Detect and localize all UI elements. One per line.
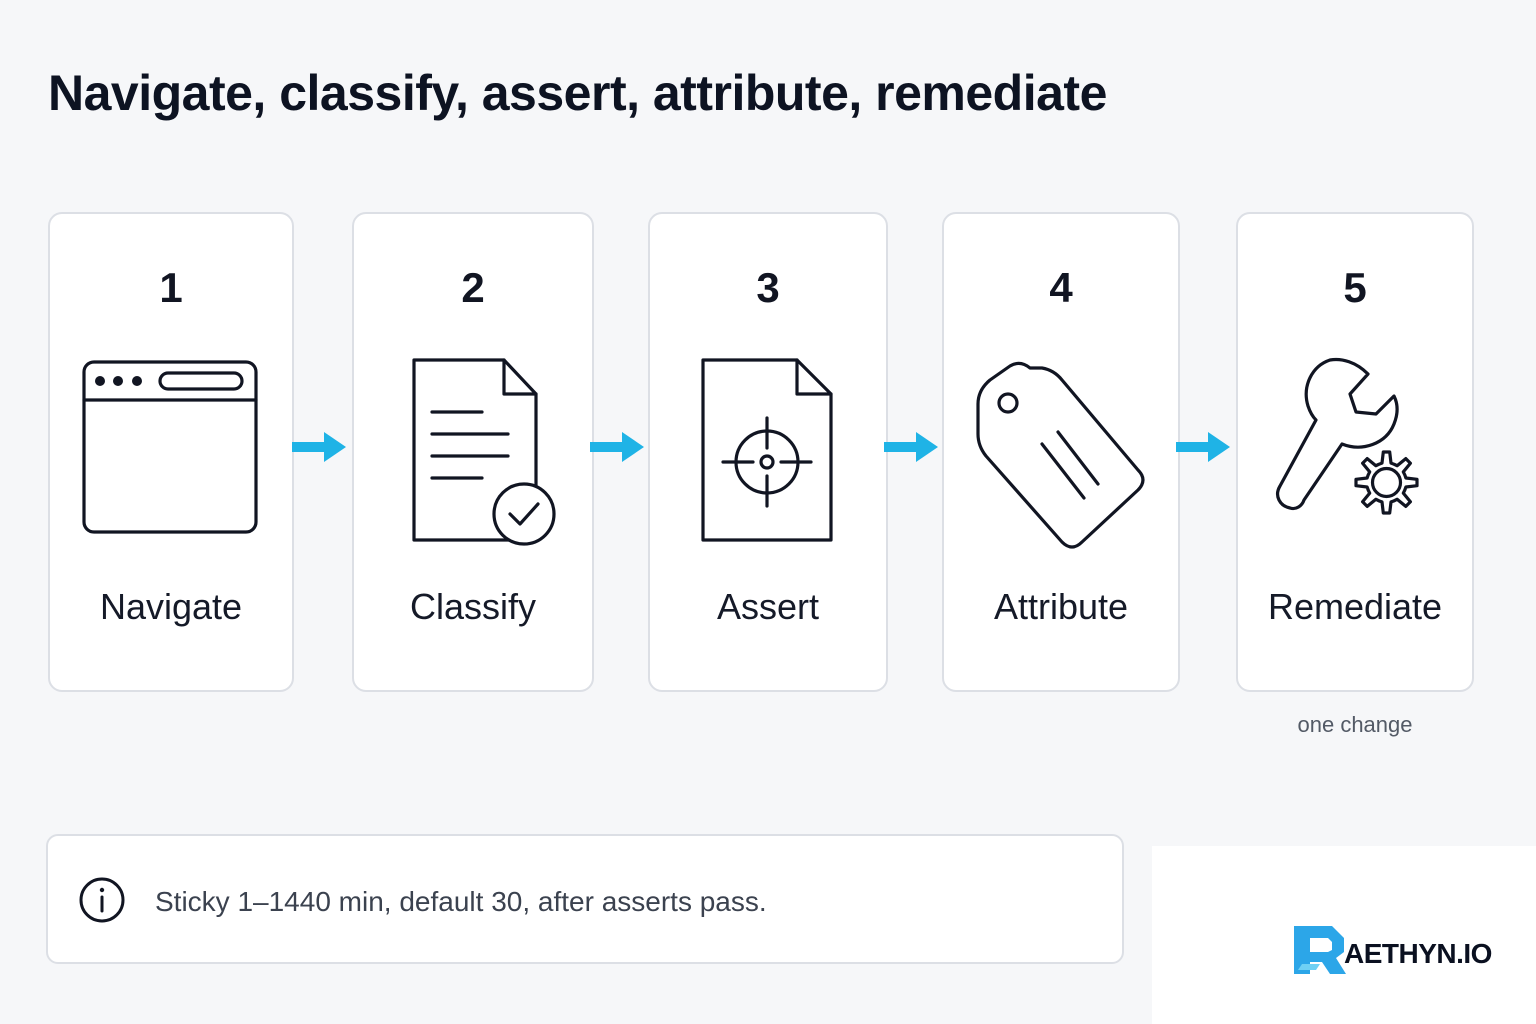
step-label: Classify xyxy=(409,586,537,627)
step-note: one change xyxy=(1297,712,1413,737)
arrow-icon xyxy=(292,432,346,462)
step-label: Remediate xyxy=(1267,586,1443,627)
tag-icon xyxy=(976,361,1145,549)
step-number: 2 xyxy=(461,264,485,311)
step-number: 3 xyxy=(756,264,780,311)
arrow-icon xyxy=(1176,432,1230,462)
info-callout: Sticky 1–1440 min, default 30, after ass… xyxy=(46,834,1124,964)
step-card-attribute: 4 Attribute xyxy=(942,212,1180,692)
step-card-assert: 3 Assert xyxy=(648,212,888,692)
logo-panel: AETHYN.IO xyxy=(1152,846,1536,1024)
logo-mark-icon xyxy=(1294,926,1346,974)
browser-window-icon xyxy=(82,360,258,534)
step-card-remediate: 5 Remediate xyxy=(1236,212,1474,692)
step-number: 5 xyxy=(1343,264,1367,311)
step-label: Attribute xyxy=(993,586,1129,627)
step-label: Assert xyxy=(716,586,820,627)
wrench-gear-icon xyxy=(1276,357,1419,515)
step-card-classify: 2 Classify xyxy=(352,212,594,692)
step-number: 1 xyxy=(159,264,183,311)
document-check-icon xyxy=(412,358,556,546)
step-number: 4 xyxy=(1049,264,1073,311)
document-target-icon xyxy=(701,358,833,542)
arrow-icon xyxy=(590,432,644,462)
info-text: Sticky 1–1440 min, default 30, after ass… xyxy=(155,886,767,917)
logo-text: AETHYN.IO xyxy=(1344,938,1492,969)
info-icon xyxy=(79,877,125,923)
page-title: Navigate, classify, assert, attribute, r… xyxy=(48,65,1107,121)
arrow-icon xyxy=(884,432,938,462)
step-card-navigate: 1 Navigate xyxy=(48,212,294,692)
step-label: Navigate xyxy=(99,586,243,627)
